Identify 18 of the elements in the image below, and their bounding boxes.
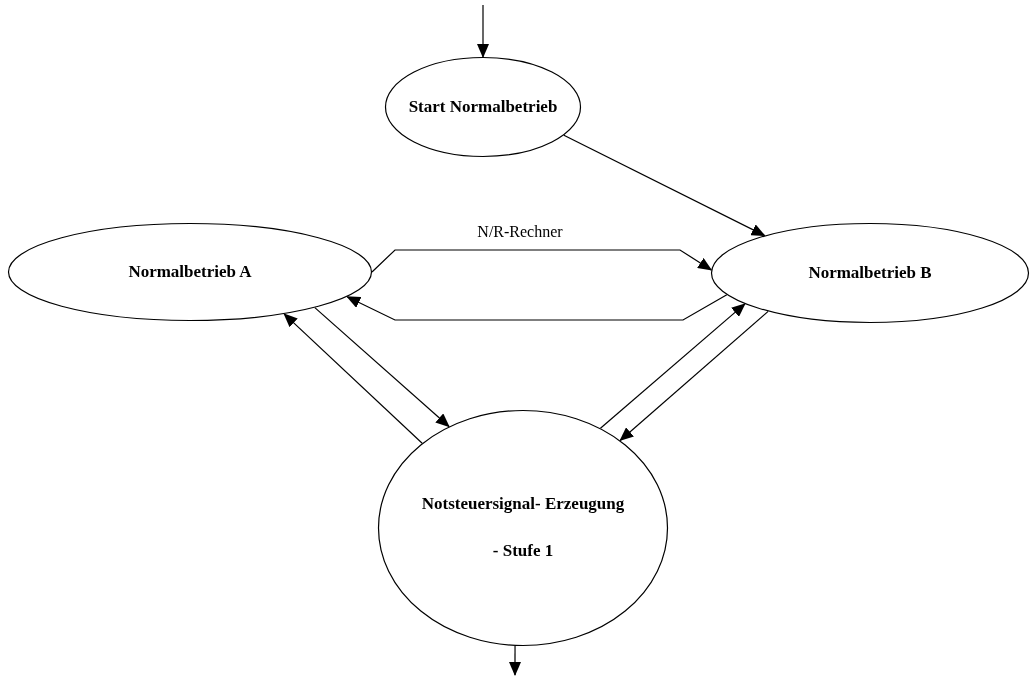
- arrow: [314, 307, 450, 428]
- state-label: Normalbetrieb A: [128, 260, 252, 283]
- arrow: [509, 645, 521, 676]
- arrow: [346, 294, 728, 321]
- state-ellipse: [378, 410, 668, 646]
- arrow: [371, 249, 713, 273]
- state-label: Normalbetrieb B: [808, 261, 932, 284]
- state-label: Start Normalbetrieb: [408, 95, 558, 118]
- state-ellipse: [711, 223, 1029, 323]
- arrow: [477, 4, 489, 58]
- state-label: - Stufe 1: [492, 540, 554, 562]
- arrow: [599, 303, 746, 429]
- state-label: Notsteuersignal- Erzeugung: [421, 493, 625, 516]
- arrow: [283, 313, 423, 444]
- arrow: [619, 310, 769, 442]
- arrow: [563, 134, 766, 237]
- state-ellipse: [385, 57, 581, 157]
- state-ellipse: [8, 223, 372, 321]
